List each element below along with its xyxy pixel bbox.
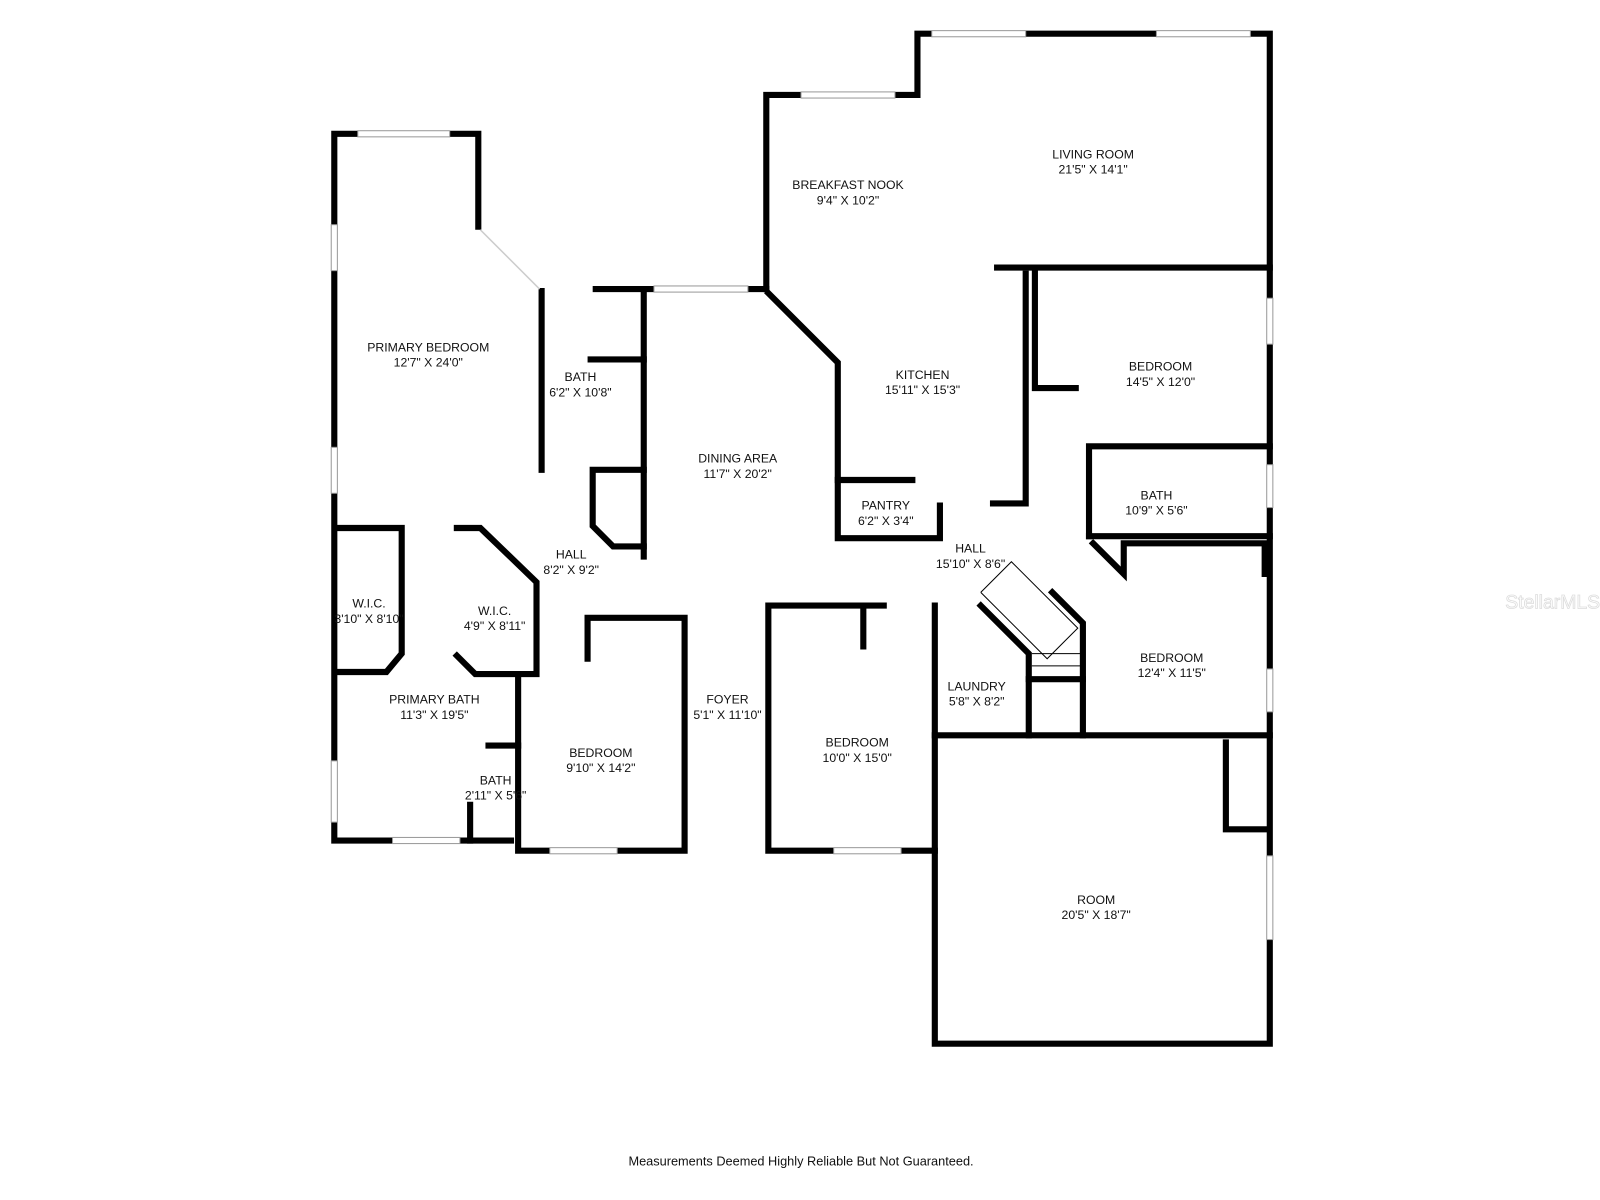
- room-name: W.I.C.: [352, 597, 385, 611]
- room-size: 9'4" X 10'2": [817, 193, 879, 207]
- room-size: 20'5" X 18'7": [1062, 908, 1131, 922]
- room-name: BEDROOM: [826, 736, 889, 750]
- room-name: BEDROOM: [1129, 360, 1192, 374]
- room-size: 10'9" X 5'6": [1125, 504, 1187, 518]
- room-name: PANTRY: [862, 499, 911, 513]
- windows: [330, 30, 1274, 941]
- room-name: KITCHEN: [896, 368, 950, 382]
- room-name: W.I.C.: [478, 604, 511, 618]
- room-size: 15'10" X 8'6": [936, 557, 1005, 571]
- room-size: 5'1" X 11'10": [693, 708, 761, 722]
- room-name: BEDROOM: [1140, 651, 1203, 665]
- room-size: 5'8" X 8'2": [949, 695, 1005, 709]
- room-size: 10'0" X 15'0": [823, 751, 892, 765]
- room-name: BATH: [565, 370, 597, 384]
- room-name: HALL: [556, 548, 587, 562]
- room-size: 6'2" X 3'4": [858, 514, 914, 528]
- walls: [331, 30, 1273, 1047]
- room-name: ROOM: [1077, 893, 1115, 907]
- room-name: DINING AREA: [698, 452, 778, 466]
- room-labels: LIVING ROOM 21'5" X 14'1" BREAKFAST NOOK…: [334, 147, 1206, 922]
- room-size: 21'5" X 14'1": [1058, 163, 1127, 177]
- room-size: 2'11" X 5'6": [465, 789, 527, 803]
- room-name: BEDROOM: [569, 746, 632, 760]
- room-size: 15'11" X 15'3": [885, 383, 960, 397]
- room-name: BREAKFAST NOOK: [792, 178, 904, 192]
- room-name: BATH: [480, 773, 512, 787]
- room-name: BATH: [1141, 488, 1173, 502]
- room-name: HALL: [955, 542, 986, 556]
- room-size: 8'2" X 9'2": [543, 563, 599, 577]
- room-size: 11'3" X 19'5": [400, 708, 468, 722]
- room-size: 14'5" X 12'0": [1126, 375, 1195, 389]
- room-name: LAUNDRY: [948, 679, 1006, 693]
- room-name: LIVING ROOM: [1052, 147, 1134, 161]
- room-name: PRIMARY BEDROOM: [367, 340, 489, 354]
- room-size: 12'4" X 11'5": [1138, 666, 1206, 680]
- room-name: FOYER: [706, 693, 748, 707]
- room-size: 11'7" X 20'2": [704, 467, 772, 481]
- room-size: 12'7" X 24'0": [394, 356, 463, 370]
- room-size: 4'9" X 8'11": [464, 619, 526, 633]
- disclaimer: Measurements Deemed Highly Reliable But …: [628, 1153, 973, 1168]
- room-size: 6'2" X 10'8": [549, 385, 611, 399]
- watermark: StellarMLS: [1505, 592, 1600, 614]
- room-size: 9'10" X 14'2": [566, 761, 635, 775]
- room-name: PRIMARY BATH: [389, 693, 480, 707]
- room-size: 3'10" X 8'10": [334, 612, 403, 626]
